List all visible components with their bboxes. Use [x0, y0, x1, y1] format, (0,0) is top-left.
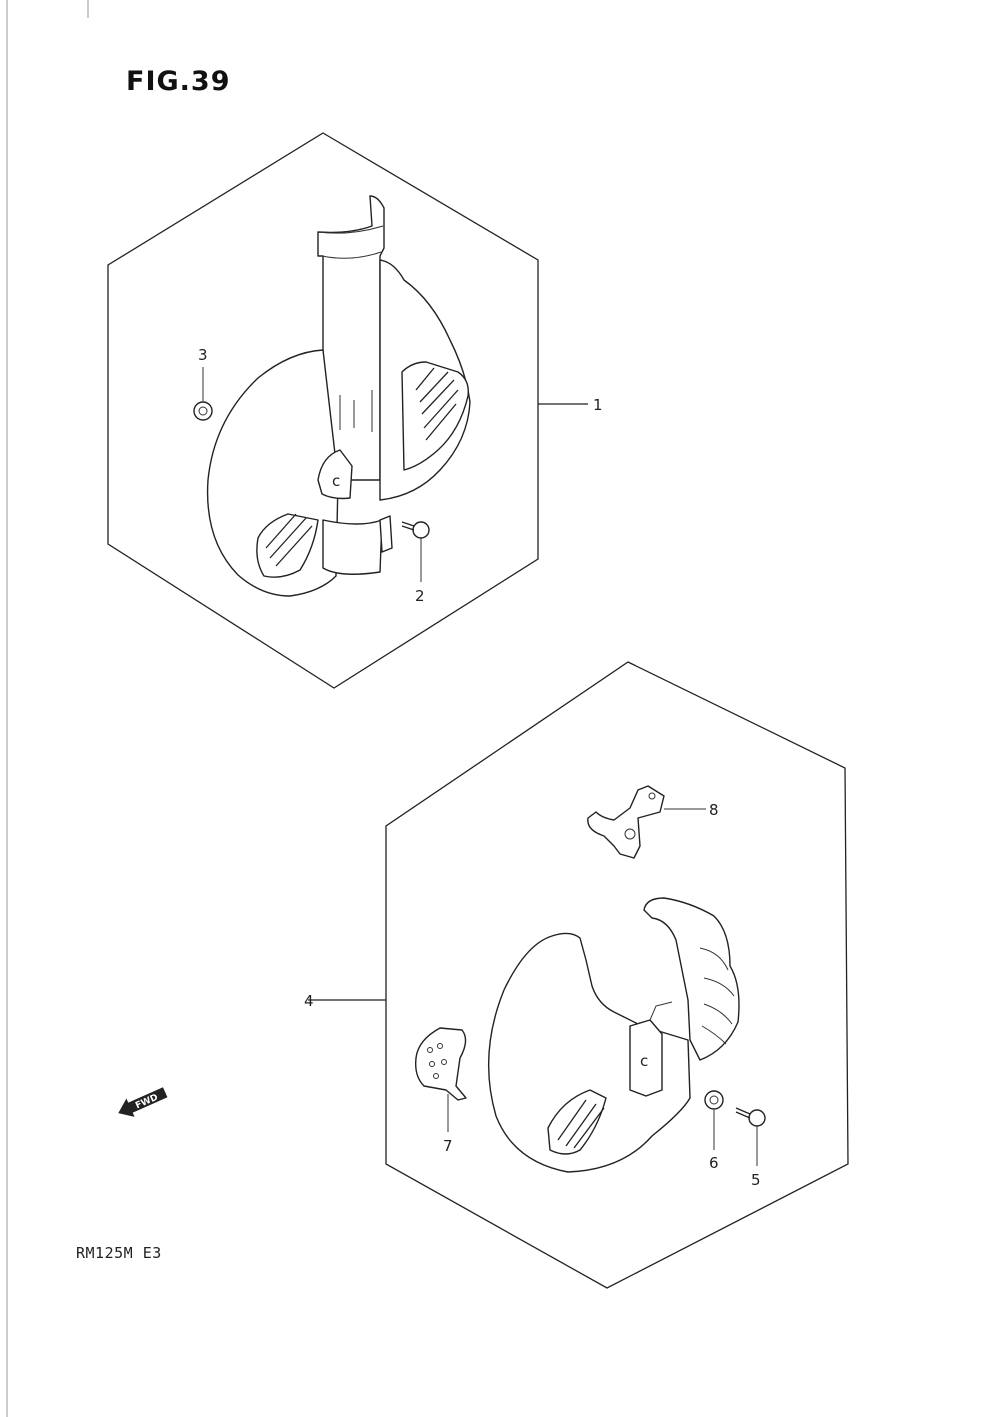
callout-5: 5 — [751, 1171, 761, 1189]
part-1-front-brake-disc-cover-upper: c — [206, 195, 471, 597]
part-8-bracket — [587, 785, 706, 859]
svg-text:c: c — [332, 472, 340, 490]
callout-6: 6 — [709, 1154, 719, 1172]
callout-1: 1 — [593, 396, 603, 414]
part-3-grommet — [193, 367, 213, 421]
part-5-screw-lower — [735, 1107, 766, 1166]
assembly-frame-lower — [385, 661, 849, 1289]
callout-7: 7 — [443, 1137, 453, 1155]
figure-title: FIG.39 — [126, 66, 231, 97]
callout-2: 2 — [415, 587, 425, 605]
assembly-frame-upper — [107, 132, 539, 689]
callout-8: 8 — [709, 801, 719, 819]
callout-3: 3 — [198, 346, 208, 364]
model-label: RM125M E3 — [76, 1244, 162, 1262]
svg-text:c: c — [640, 1052, 648, 1070]
part-4-rear-disc-cover: c — [308, 897, 740, 1173]
part-2-screw-upper — [401, 521, 430, 582]
part-6-grommet — [704, 1090, 724, 1150]
callout-4: 4 — [304, 992, 314, 1010]
part-7-plate — [414, 1027, 467, 1132]
fwd-label: FWD — [134, 1093, 160, 1112]
fwd-arrow-icon: FWD — [118, 1087, 168, 1117]
